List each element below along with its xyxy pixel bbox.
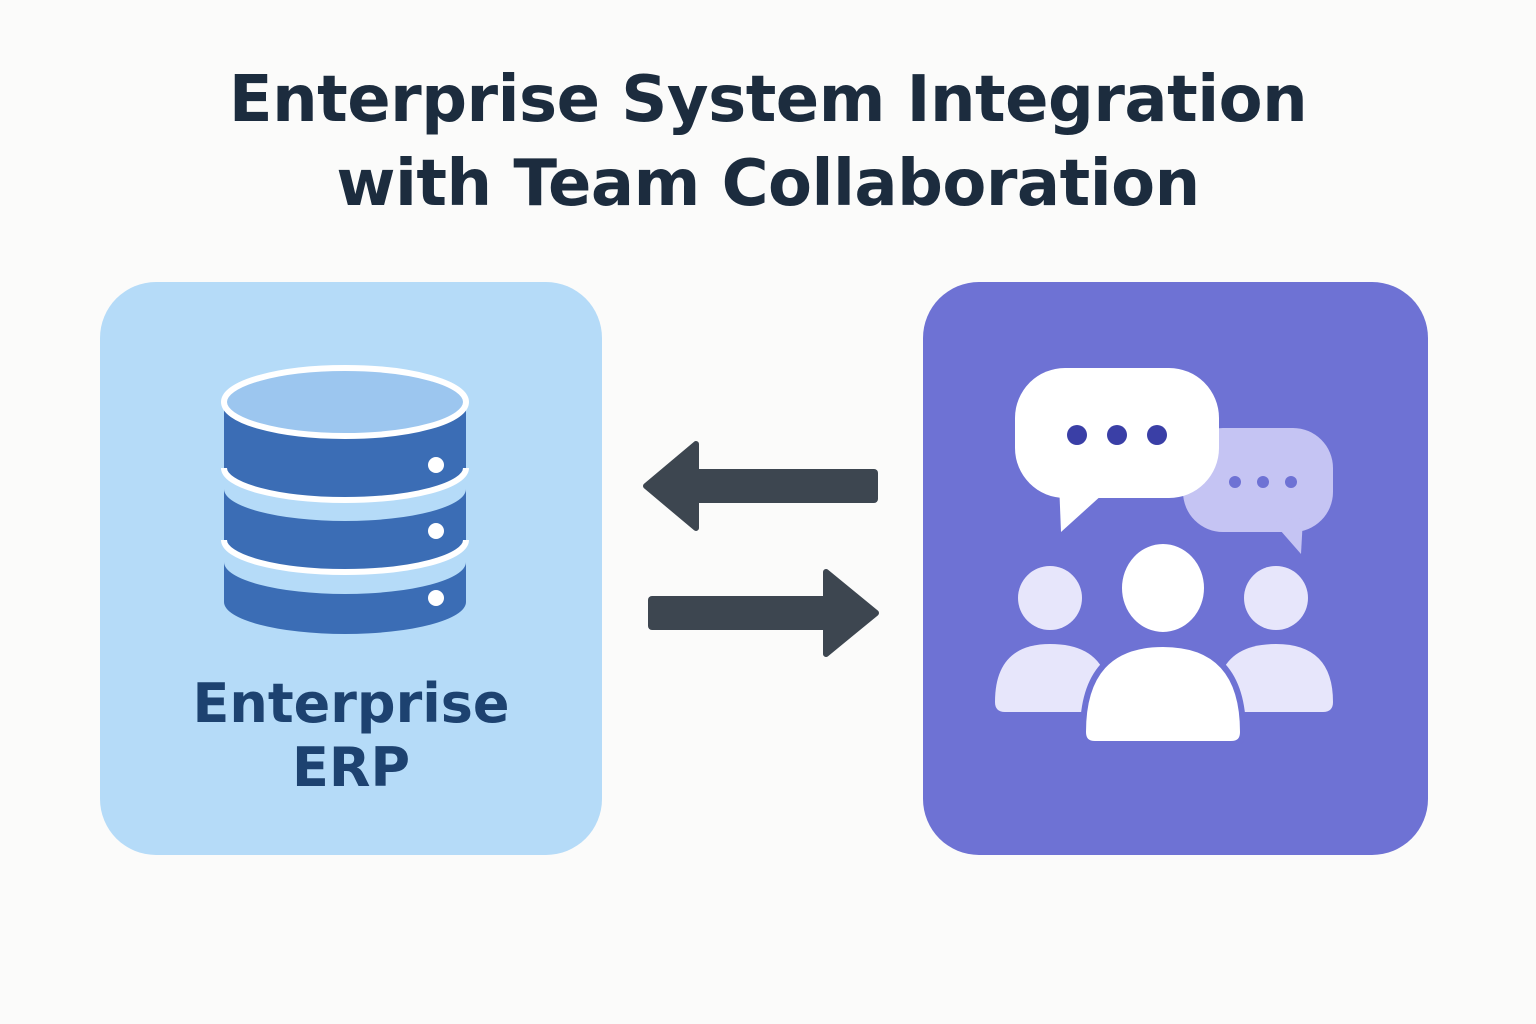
erp-label-line-1: Enterprise <box>192 672 510 735</box>
database-dot <box>428 457 444 473</box>
person-right-icon <box>1221 566 1333 712</box>
chat-bubble-large-icon <box>1015 368 1219 532</box>
person-left-icon <box>995 566 1105 712</box>
database-top-ellipse <box>221 365 469 439</box>
page-title: Enterprise System Integration with Team … <box>0 58 1536 226</box>
database-dot <box>428 523 444 539</box>
arrow-right-icon <box>648 569 879 657</box>
erp-label: Enterprise ERP <box>100 672 602 800</box>
chat-bubble-small-icon <box>1183 428 1333 554</box>
collaboration-panel <box>923 282 1428 855</box>
person-center-icon <box>1079 538 1247 747</box>
arrow-left-icon <box>643 441 878 531</box>
database-layer-middle <box>224 489 466 572</box>
title-line-2: with Team Collaboration <box>336 147 1200 221</box>
title-line-1: Enterprise System Integration <box>228 63 1308 137</box>
erp-panel: Enterprise ERP <box>100 282 602 855</box>
database-layer-bottom <box>224 562 466 634</box>
database-dot <box>428 590 444 606</box>
team-chat-icon <box>995 368 1333 747</box>
database-icon <box>221 365 469 634</box>
sync-arrows <box>643 441 879 657</box>
erp-label-line-2: ERP <box>291 736 411 799</box>
